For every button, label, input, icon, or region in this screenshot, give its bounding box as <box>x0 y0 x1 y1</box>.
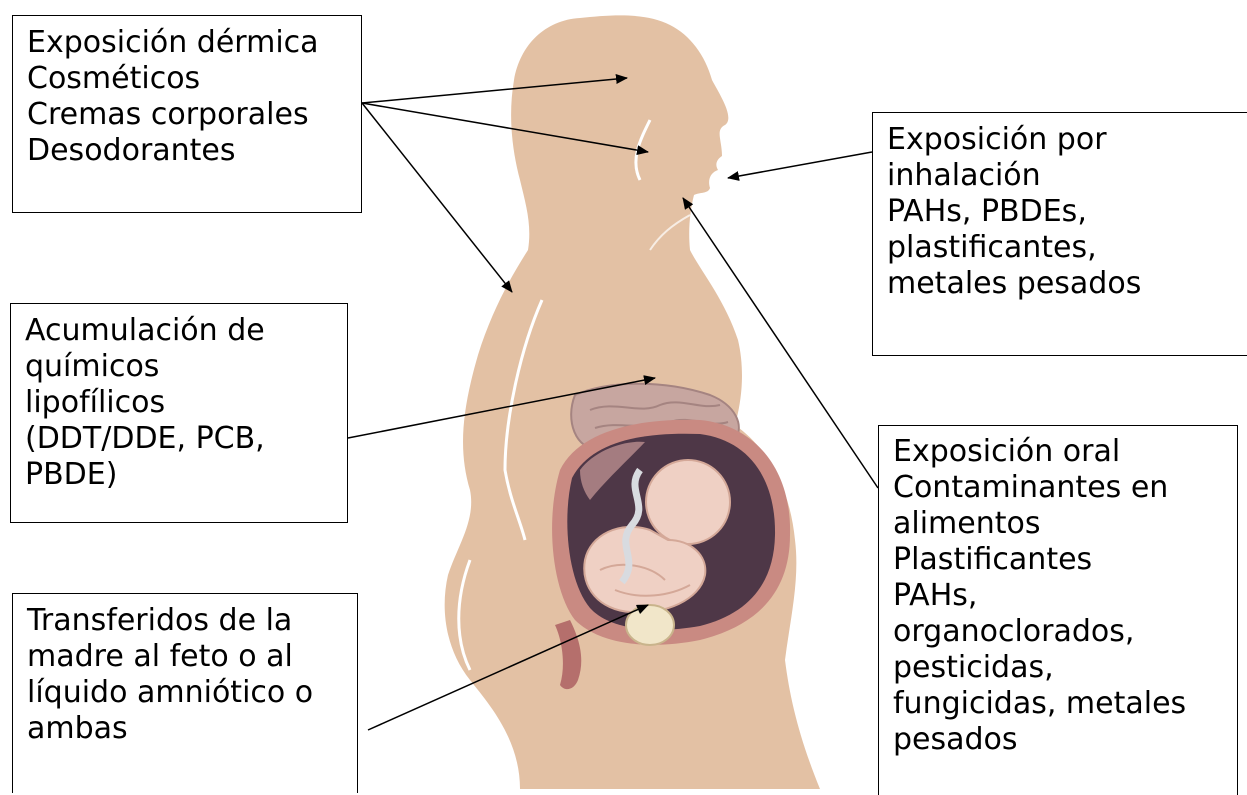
inhalation-exposure-item: PAHs, PBDEs, <box>887 194 1242 230</box>
maternal-transfer-line: líquido amniótico o <box>27 675 347 711</box>
inhalation-exposure-title: Exposición por <box>887 122 1242 158</box>
arrow-inhalation-to-nose <box>728 152 872 178</box>
oral-exposure-item: Contaminantes en <box>893 470 1227 506</box>
lipophilic-accumulation-line: PBDE) <box>25 457 337 493</box>
dermal-exposure-item: Desodorantes <box>27 133 351 169</box>
inhalation-exposure-title: inhalación <box>887 158 1242 194</box>
oral-exposure-item: pesticidas, <box>893 650 1227 686</box>
maternal-transfer-line: ambas <box>27 711 347 747</box>
oral-exposure-box: Exposición oral Contaminantes en aliment… <box>878 425 1238 795</box>
inhalation-exposure-item: metales pesados <box>887 266 1242 302</box>
lipophilic-accumulation-line: (DDT/DDE, PCB, <box>25 421 337 457</box>
lipophilic-accumulation-line: químicos <box>25 349 337 385</box>
maternal-transfer-line: madre al feto o al <box>27 639 347 675</box>
oral-exposure-item: Plastificantes <box>893 542 1227 578</box>
inhalation-exposure-item: plastificantes, <box>887 230 1242 266</box>
dermal-exposure-item: Cremas corporales <box>27 97 351 133</box>
arrow-dermal-to-chest <box>362 103 512 292</box>
maternal-transfer-line: Transferidos de la <box>27 603 347 639</box>
oral-exposure-item: fungicidas, metales <box>893 686 1227 722</box>
oral-exposure-item: PAHs, <box>893 578 1227 614</box>
lipophilic-accumulation-line: Acumulación de <box>25 313 337 349</box>
lipophilic-accumulation-line: lipofílicos <box>25 385 337 421</box>
lipophilic-accumulation-box: Acumulación de químicos lipofílicos (DDT… <box>10 303 348 523</box>
oral-exposure-item: alimentos <box>893 506 1227 542</box>
oral-exposure-item: organoclorados, <box>893 614 1227 650</box>
dermal-exposure-item: Cosméticos <box>27 61 351 97</box>
dermal-exposure-box: Exposición dérmica Cosméticos Cremas cor… <box>12 15 362 213</box>
fetus-head <box>646 460 730 544</box>
dermal-exposure-title: Exposición dérmica <box>27 25 351 61</box>
oral-exposure-title: Exposición oral <box>893 434 1227 470</box>
oral-exposure-item: pesados <box>893 722 1227 758</box>
inhalation-exposure-box: Exposición por inhalación PAHs, PBDEs, p… <box>872 112 1247 356</box>
maternal-transfer-box: Transferidos de la madre al feto o al lí… <box>12 593 358 793</box>
